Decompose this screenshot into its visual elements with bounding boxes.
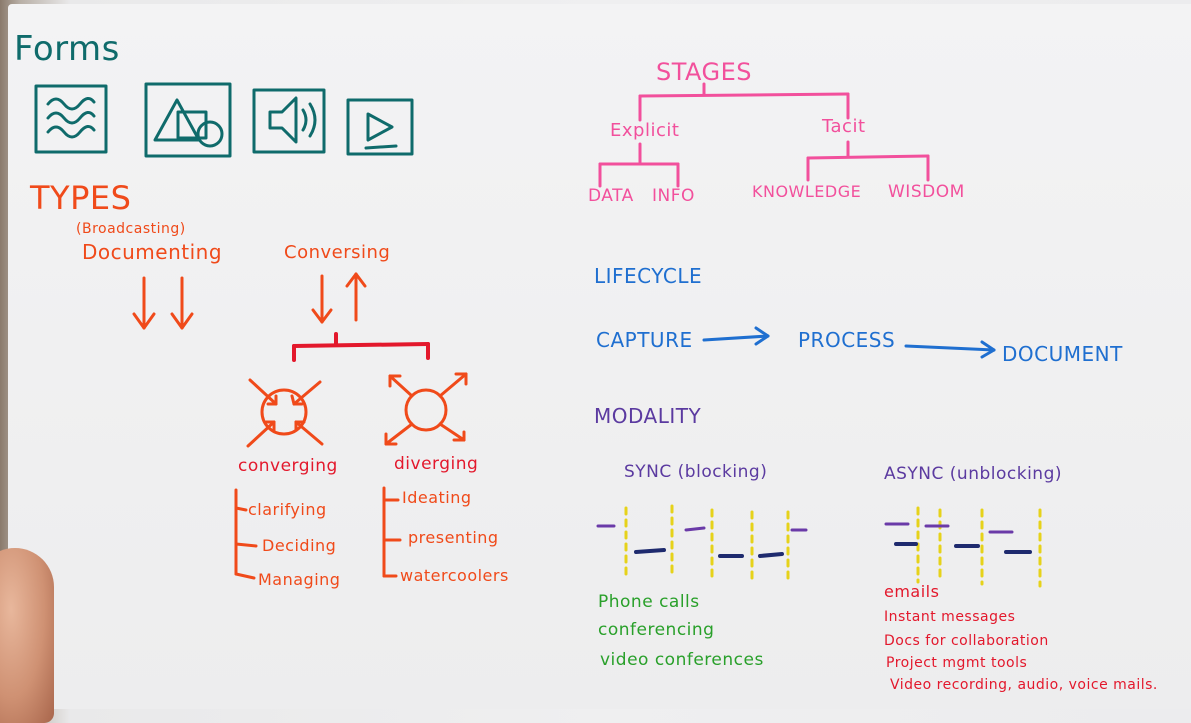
lifecycle-step-capture: CAPTURE — [596, 328, 693, 352]
converging-label: converging — [238, 456, 338, 476]
async-example-project-tools: Project mgmt tools — [886, 655, 1028, 671]
sync-label: SYNC (blocking) — [624, 462, 768, 482]
documenting-arrows — [132, 276, 194, 330]
converging-item-deciding: Deciding — [262, 536, 337, 555]
holding-thumb — [0, 548, 54, 723]
stage-tacit: Tacit — [822, 116, 866, 137]
async-label: ASYNC (unblocking) — [884, 464, 1063, 484]
lifecycle-arrows — [702, 326, 996, 359]
async-example-docs: Docs for collaboration — [884, 633, 1049, 649]
audio-speaker-icon — [252, 88, 326, 154]
sync-example-conferencing: conferencing — [598, 620, 715, 640]
diverging-label: diverging — [394, 454, 479, 474]
sync-timeline — [596, 504, 808, 584]
stages-title: STAGES — [656, 58, 753, 86]
types-title: TYPES — [30, 179, 132, 217]
diverging-item-watercoolers: watercoolers — [400, 566, 509, 585]
broadcasting-label: (Broadcasting) — [76, 221, 186, 237]
lifecycle-step-document: DOCUMENT — [1002, 342, 1123, 366]
stage-info: INFO — [652, 186, 695, 206]
video-play-icon — [346, 98, 414, 156]
stages-tree — [598, 82, 930, 188]
converging-icon — [246, 378, 324, 448]
diverging-item-ideating: Ideating — [402, 488, 472, 507]
forms-title: Forms — [14, 29, 120, 69]
conversing-bracket — [292, 332, 430, 362]
modality-title: MODALITY — [594, 404, 702, 428]
conversing-label: Conversing — [284, 242, 391, 263]
stage-explicit: Explicit — [610, 120, 680, 141]
stage-wisdom: WISDOM — [888, 182, 965, 202]
documenting-label: Documenting — [82, 240, 223, 264]
stage-knowledge: KNOWLEDGE — [752, 182, 862, 201]
async-example-video-recording: Video recording, audio, voice mails. — [890, 677, 1158, 693]
stage-data: DATA — [588, 186, 634, 206]
sync-example-video-conferences: video conferences — [600, 650, 764, 670]
text-document-icon — [34, 84, 108, 154]
diverging-item-presenting: presenting — [408, 528, 499, 547]
async-example-emails: emails — [884, 582, 940, 601]
sync-example-phone-calls: Phone calls — [598, 592, 700, 612]
lifecycle-step-process: PROCESS — [798, 328, 896, 352]
converging-item-clarifying: clarifying — [248, 500, 327, 519]
async-timeline — [884, 506, 1042, 588]
diverging-icon — [384, 372, 468, 446]
async-example-instant-messages: Instant messages — [884, 609, 1016, 625]
shapes-icon — [144, 82, 232, 158]
converging-list-bracket — [234, 488, 258, 580]
converging-item-managing: Managing — [258, 570, 341, 589]
conversing-arrows — [311, 272, 367, 324]
diverging-list-bracket — [382, 486, 402, 578]
lifecycle-title: LIFECYCLE — [594, 264, 703, 288]
